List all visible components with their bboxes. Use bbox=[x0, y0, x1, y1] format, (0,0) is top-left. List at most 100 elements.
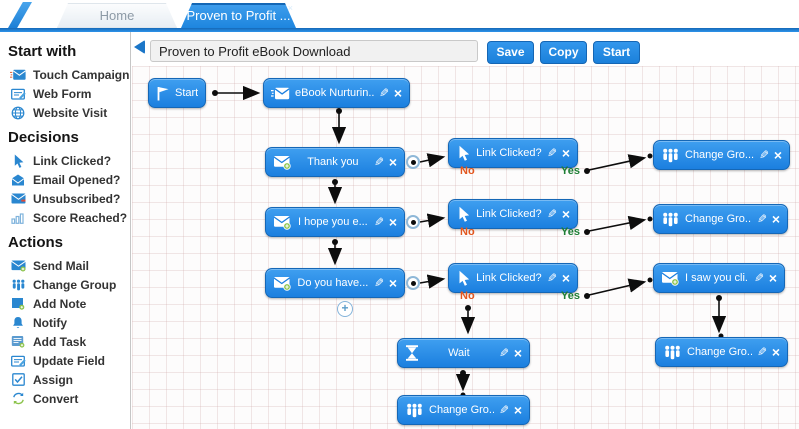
sidebar-item-link-clicked[interactable]: Link Clicked? bbox=[0, 151, 130, 170]
flow-edges bbox=[212, 85, 727, 398]
branch-no-label: No bbox=[460, 226, 475, 238]
node-wait[interactable]: Wait ✎ × bbox=[397, 338, 530, 368]
delete-icon[interactable]: × bbox=[771, 344, 780, 360]
node-do-you-have[interactable]: Do you have... ✎ × bbox=[265, 268, 405, 298]
link-clicked-icon bbox=[10, 154, 26, 168]
node-change-group-3[interactable]: Change Gro... ✎ × bbox=[397, 395, 530, 425]
branch-yes-label: Yes bbox=[561, 165, 580, 177]
sidebar-item-web-form[interactable]: Web Form bbox=[0, 84, 130, 103]
edit-icon[interactable]: ✎ bbox=[753, 271, 764, 285]
cursor-icon bbox=[456, 270, 471, 286]
output-connector[interactable] bbox=[406, 215, 420, 229]
delete-icon[interactable]: × bbox=[388, 214, 397, 230]
sidebar-item-notify[interactable]: Notify bbox=[0, 313, 130, 332]
edit-icon[interactable]: ✎ bbox=[546, 207, 557, 221]
flag-icon bbox=[156, 86, 170, 101]
website-visit-icon bbox=[10, 106, 26, 120]
save-button[interactable]: Save bbox=[487, 41, 534, 64]
edit-icon[interactable]: ✎ bbox=[498, 403, 509, 417]
update-field-icon bbox=[10, 354, 26, 368]
section-actions: Actions bbox=[8, 234, 64, 251]
sidebar-item-assign[interactable]: Assign bbox=[0, 370, 130, 389]
tab-close-icon[interactable]: × bbox=[287, 3, 293, 13]
group-icon bbox=[405, 403, 424, 418]
sidebar-item-change-group[interactable]: Change Group bbox=[0, 275, 130, 294]
sidebar-item-unsubscribed[interactable]: Unsubscribed? bbox=[0, 189, 130, 208]
edit-icon[interactable]: ✎ bbox=[373, 155, 384, 169]
sidebar-item-score-reached[interactable]: Score Reached? bbox=[0, 208, 130, 227]
cursor-icon bbox=[456, 145, 471, 161]
branch-yes-label: Yes bbox=[561, 226, 580, 238]
node-change-group-4[interactable]: Change Gro... ✎ × bbox=[655, 337, 788, 367]
convert-icon bbox=[10, 392, 26, 406]
section-start-with: Start with bbox=[8, 43, 77, 60]
sidebar-item-touch-campaign[interactable]: Touch Campaign bbox=[0, 65, 130, 84]
delete-icon[interactable]: × bbox=[388, 154, 397, 170]
node-ebook-nurturing[interactable]: eBook Nurturin... ✎ × bbox=[263, 78, 410, 108]
node-change-group-2[interactable]: Change Gro... ✎ × bbox=[653, 204, 788, 234]
tab-home-label: Home bbox=[99, 8, 135, 23]
campaign-name-input[interactable] bbox=[150, 40, 478, 62]
delete-icon[interactable]: × bbox=[513, 345, 522, 361]
delete-icon[interactable]: × bbox=[388, 275, 397, 291]
unsubscribed-icon bbox=[10, 192, 26, 206]
send-mail-icon bbox=[10, 259, 26, 273]
sidebar-item-add-task[interactable]: Add Task bbox=[0, 332, 130, 351]
edit-icon[interactable]: ✎ bbox=[546, 271, 557, 285]
notify-icon bbox=[10, 316, 26, 330]
tab-proven-to-profit[interactable]: Proven to Profit ... × bbox=[181, 3, 296, 28]
delete-icon[interactable]: × bbox=[768, 270, 777, 286]
collapse-sidebar-icon[interactable] bbox=[134, 40, 145, 54]
add-task-icon bbox=[10, 335, 26, 349]
delete-icon[interactable]: × bbox=[393, 85, 402, 101]
node-link-clicked-2[interactable]: Link Clicked? ✎ × bbox=[448, 199, 578, 229]
node-i-hope-you[interactable]: I hope you e... ✎ × bbox=[265, 207, 405, 237]
sidebar-item-website-visit[interactable]: Website Visit bbox=[0, 103, 130, 122]
mail-plus-icon bbox=[273, 276, 292, 291]
node-change-group-1[interactable]: Change Gro... ✎ × bbox=[653, 140, 790, 170]
group-icon bbox=[663, 345, 682, 360]
delete-icon[interactable]: × bbox=[773, 147, 782, 163]
sidebar-item-add-note[interactable]: Add Note bbox=[0, 294, 130, 313]
mail-plus-icon bbox=[273, 155, 292, 170]
edit-icon[interactable]: ✎ bbox=[373, 215, 384, 229]
output-connector[interactable] bbox=[406, 276, 420, 290]
node-link-clicked-3[interactable]: Link Clicked? ✎ × bbox=[448, 263, 578, 293]
edit-icon[interactable]: ✎ bbox=[546, 146, 557, 160]
edit-icon[interactable]: ✎ bbox=[758, 148, 769, 162]
branch-yes-label: Yes bbox=[561, 290, 580, 302]
node-i-saw-you-clicked[interactable]: I saw you cli... ✎ × bbox=[653, 263, 785, 293]
add-step-icon[interactable]: + bbox=[337, 301, 353, 317]
delete-icon[interactable]: × bbox=[561, 270, 570, 286]
tab-bar: Home Proven to Profit ... × bbox=[0, 0, 799, 28]
cursor-icon bbox=[456, 206, 471, 222]
sidebar-item-send-mail[interactable]: Send Mail bbox=[0, 256, 130, 275]
delete-icon[interactable]: × bbox=[561, 206, 570, 222]
edit-icon[interactable]: ✎ bbox=[373, 276, 384, 290]
mail-plus-icon bbox=[273, 215, 292, 230]
copy-button[interactable]: Copy bbox=[540, 41, 587, 64]
hourglass-icon bbox=[405, 345, 419, 361]
sidebar-item-update-field[interactable]: Update Field bbox=[0, 351, 130, 370]
delete-icon[interactable]: × bbox=[561, 145, 570, 161]
web-form-icon bbox=[10, 87, 26, 101]
node-thank-you[interactable]: Thank you ✎ × bbox=[265, 147, 405, 177]
sidebar-item-convert[interactable]: Convert bbox=[0, 389, 130, 408]
branch-no-label: No bbox=[460, 165, 475, 177]
start-button[interactable]: Start bbox=[593, 41, 640, 64]
tab-home[interactable]: Home bbox=[57, 3, 177, 28]
flow-canvas[interactable]: Start eBook Nurturin... ✎ × Thank you ✎ … bbox=[132, 66, 799, 429]
edit-icon[interactable]: ✎ bbox=[378, 86, 389, 100]
score-reached-icon bbox=[10, 211, 26, 225]
node-link-clicked-1[interactable]: Link Clicked? ✎ × bbox=[448, 138, 578, 168]
edit-icon[interactable]: ✎ bbox=[498, 346, 509, 360]
sidebar-item-email-opened[interactable]: Email Opened? bbox=[0, 170, 130, 189]
edit-icon[interactable]: ✎ bbox=[756, 212, 767, 226]
edit-icon[interactable]: ✎ bbox=[756, 345, 767, 359]
delete-icon[interactable]: × bbox=[513, 402, 522, 418]
output-connector[interactable] bbox=[406, 155, 420, 169]
node-start[interactable]: Start bbox=[148, 78, 206, 108]
delete-icon[interactable]: × bbox=[771, 211, 780, 227]
palette-sidebar: Start with Touch Campaign Web Form Websi… bbox=[0, 32, 131, 429]
